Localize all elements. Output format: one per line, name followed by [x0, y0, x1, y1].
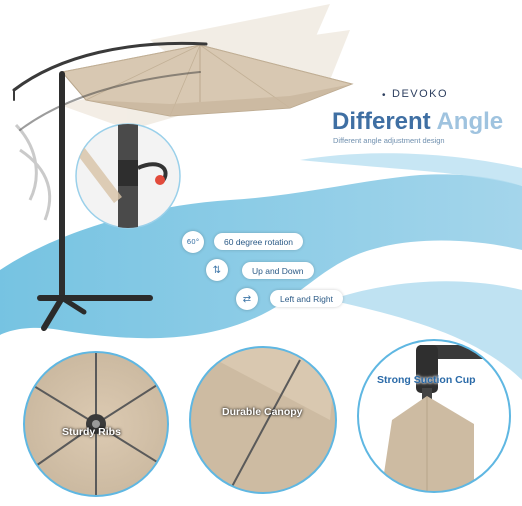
feature-left-right: Left and Right: [270, 290, 343, 307]
crank-detail: [75, 123, 181, 229]
left-right-arrows-icon: ⇄: [236, 288, 258, 310]
ribs-circle-art: [24, 352, 168, 496]
durable-canopy-label: Durable Canopy: [222, 406, 303, 418]
brand-bullet: •: [382, 90, 386, 101]
cup-circle-art: [358, 340, 510, 492]
strong-suction-cup-label: Strong Suction Cup: [377, 374, 476, 386]
ghost-arms: [14, 123, 52, 221]
ribs-circle-border: [23, 351, 169, 497]
blue-wave-lower: [330, 281, 522, 380]
main-canopy: [61, 44, 354, 117]
umbrella-frame: [12, 41, 208, 331]
headline-word-1: Different: [332, 108, 431, 135]
subtitle: Different angle adjustment design: [333, 136, 445, 145]
up-down-arrows-icon: ⇅: [206, 259, 228, 281]
canopy-circle-art: [190, 347, 336, 493]
feature-rotation: 60 degree rotation: [214, 233, 303, 250]
cup-circle-border: [357, 339, 511, 493]
feature-up-down: Up and Down: [242, 262, 314, 279]
headline: Different Angle: [332, 108, 503, 136]
rotation-icon: 60°: [182, 231, 204, 253]
headline-word-2: Angle: [436, 108, 504, 135]
canopy-circle-border: [189, 346, 337, 494]
brand-name: DEVOKO: [392, 88, 449, 100]
sturdy-ribs-label: Sturdy Ribs: [62, 426, 121, 438]
blue-wave-top: [300, 153, 522, 186]
